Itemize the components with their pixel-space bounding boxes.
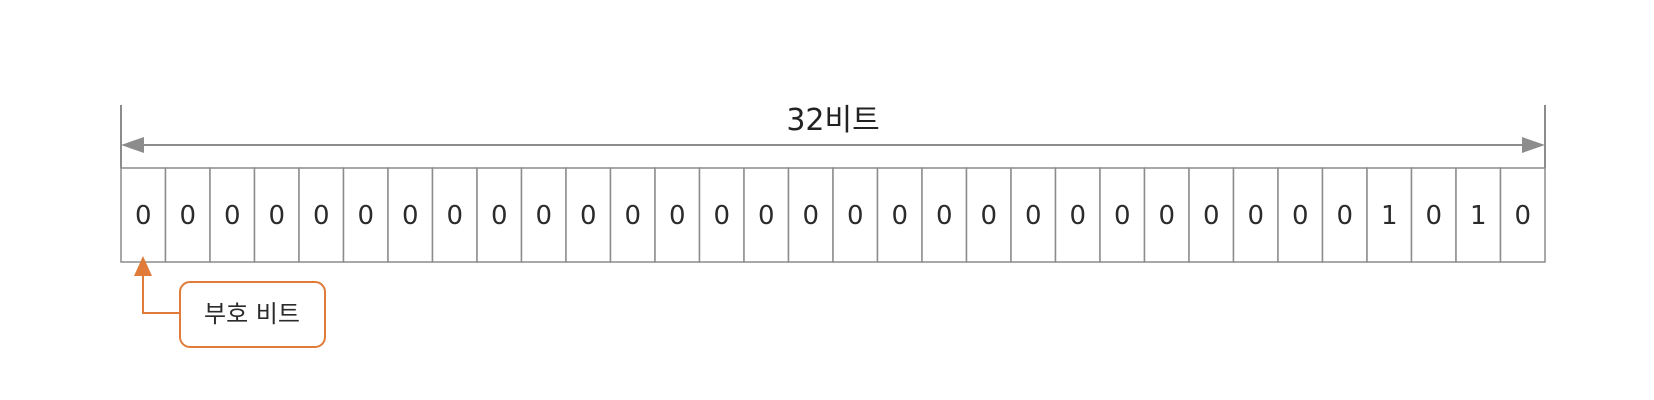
bit-cell — [520, 167, 567, 263]
dimension-arrow-right-icon — [1522, 137, 1545, 153]
bit-value: 0 — [268, 201, 285, 231]
bit-value: 0 — [224, 201, 241, 231]
bit-value: 0 — [847, 201, 864, 231]
bit-cell — [1410, 167, 1457, 263]
bit-value: 0 — [313, 201, 330, 231]
bit-cell — [743, 167, 790, 263]
bit-cell — [1099, 167, 1146, 263]
bit-value: 0 — [980, 201, 997, 231]
bit-value: 0 — [1069, 201, 1086, 231]
bit-value: 0 — [758, 201, 775, 231]
sign-bit-callout: 부호 비트 — [134, 256, 326, 348]
bit-value: 0 — [1114, 201, 1131, 231]
callout-label: 부호 비트 — [204, 300, 300, 328]
bit-value: 0 — [891, 201, 908, 231]
bit-cell — [431, 167, 478, 263]
bit-cell — [209, 167, 256, 263]
bit-value: 0 — [1025, 201, 1042, 231]
bit-value: 0 — [1514, 201, 1531, 231]
bit-value: 0 — [1336, 201, 1353, 231]
bit-value: 0 — [669, 201, 686, 231]
bit-cell — [476, 167, 523, 263]
bit-value: 0 — [802, 201, 819, 231]
bit-value: 0 — [135, 201, 152, 231]
width-dimension: 32비트 — [120, 103, 1546, 168]
bit-cell — [654, 167, 701, 263]
bit-cell — [832, 167, 879, 263]
width-label: 32비트 — [786, 103, 879, 138]
bit-value: 0 — [1425, 201, 1442, 231]
bit-cell — [342, 167, 389, 263]
bit-cell — [253, 167, 300, 263]
bit-cell — [876, 167, 923, 263]
bit-cell — [698, 167, 745, 263]
bit-cell — [1232, 167, 1279, 263]
bit-cell — [1499, 167, 1546, 263]
bit-cell — [1188, 167, 1235, 263]
bit-value: 0 — [1292, 201, 1309, 231]
callout-arrow-up-icon — [134, 256, 152, 276]
bit-cell — [1455, 167, 1502, 263]
bit-value: 0 — [1203, 201, 1220, 231]
bit-value: 0 — [179, 201, 196, 231]
bit-value: 1 — [1470, 201, 1487, 231]
bit-value: 0 — [446, 201, 463, 231]
bit-cell — [120, 167, 167, 263]
bit-value: 0 — [491, 201, 508, 231]
bit-value: 0 — [535, 201, 552, 231]
bit-value: 1 — [1381, 201, 1398, 231]
callout-box — [179, 281, 326, 348]
bit-value: 0 — [624, 201, 641, 231]
bit-value: 0 — [936, 201, 953, 231]
bit-cell — [609, 167, 656, 263]
bit-value: 0 — [713, 201, 730, 231]
dimension-arrow-left-icon — [121, 137, 144, 153]
bit-cell — [1366, 167, 1413, 263]
bit-cell — [164, 167, 211, 263]
bit-cell — [298, 167, 345, 263]
bit-cell — [787, 167, 834, 263]
bit-cell — [565, 167, 612, 263]
bit-cell — [1143, 167, 1190, 263]
bit-cell — [1010, 167, 1057, 263]
bit-cell — [921, 167, 968, 263]
bit-value: 0 — [1158, 201, 1175, 231]
callout-connector — [142, 272, 180, 314]
bit-value: 0 — [402, 201, 419, 231]
bit-value: 0 — [580, 201, 597, 231]
bit-cell — [1054, 167, 1101, 263]
bit-value: 0 — [357, 201, 374, 231]
bit-value: 0 — [1247, 201, 1264, 231]
